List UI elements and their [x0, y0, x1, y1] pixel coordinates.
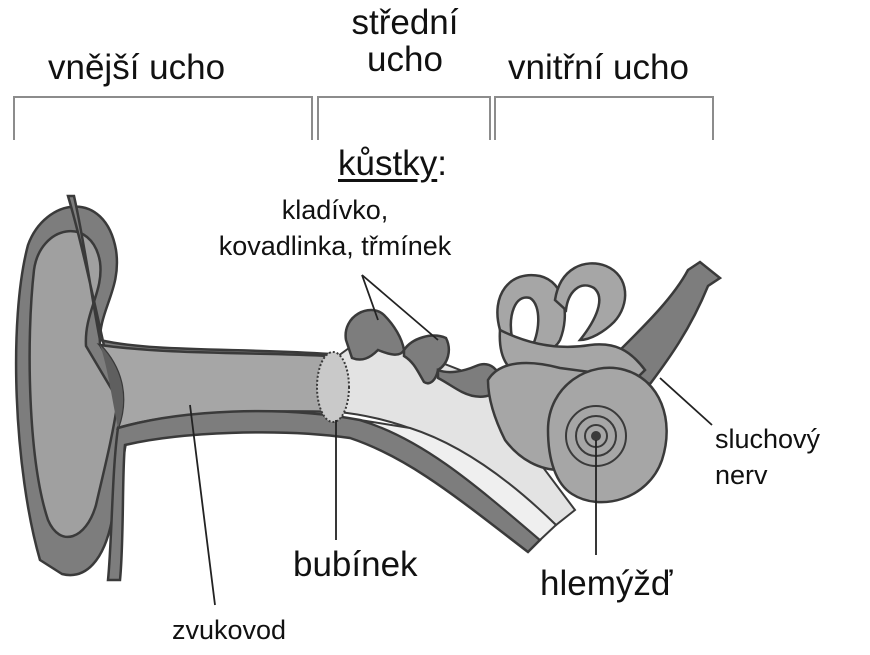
section-brackets	[14, 97, 713, 140]
malleus	[346, 310, 404, 360]
outer-ear-label: vnější ucho	[48, 50, 225, 87]
auditory-nerve-line1: sluchový	[715, 425, 820, 453]
inner-ear-bracket	[495, 97, 713, 140]
cochlea-label: hlemýžď	[540, 566, 672, 603]
auditory-nerve-label: sluchový nerv	[715, 425, 820, 490]
middle-ear-label-line1: střední	[315, 5, 495, 42]
auditory-nerve-line2: nerv	[715, 461, 820, 489]
ossicles-title-word: kůstky	[338, 144, 437, 183]
ossicles-line2: kovadlinka, třmínek	[180, 232, 490, 260]
ear-canal-label: zvukovod	[172, 616, 286, 644]
middle-ear-bracket	[318, 97, 490, 140]
nerve-leader	[660, 378, 712, 425]
inner-ear-label: vnitřní ucho	[508, 50, 689, 87]
eardrum-shape	[317, 352, 349, 422]
middle-ear-label: střední ucho	[315, 5, 495, 79]
ossicles-title: kůstky:	[338, 146, 447, 183]
ossicles-title-colon: :	[437, 144, 447, 183]
eardrum-label: bubínek	[293, 547, 418, 584]
ossicles-list: kladívko, kovadlinka, třmínek	[180, 196, 490, 261]
ossicles-line1: kladívko,	[180, 196, 490, 224]
middle-ear-label-line2: ucho	[315, 42, 495, 79]
outer-ear-bracket	[14, 97, 312, 140]
